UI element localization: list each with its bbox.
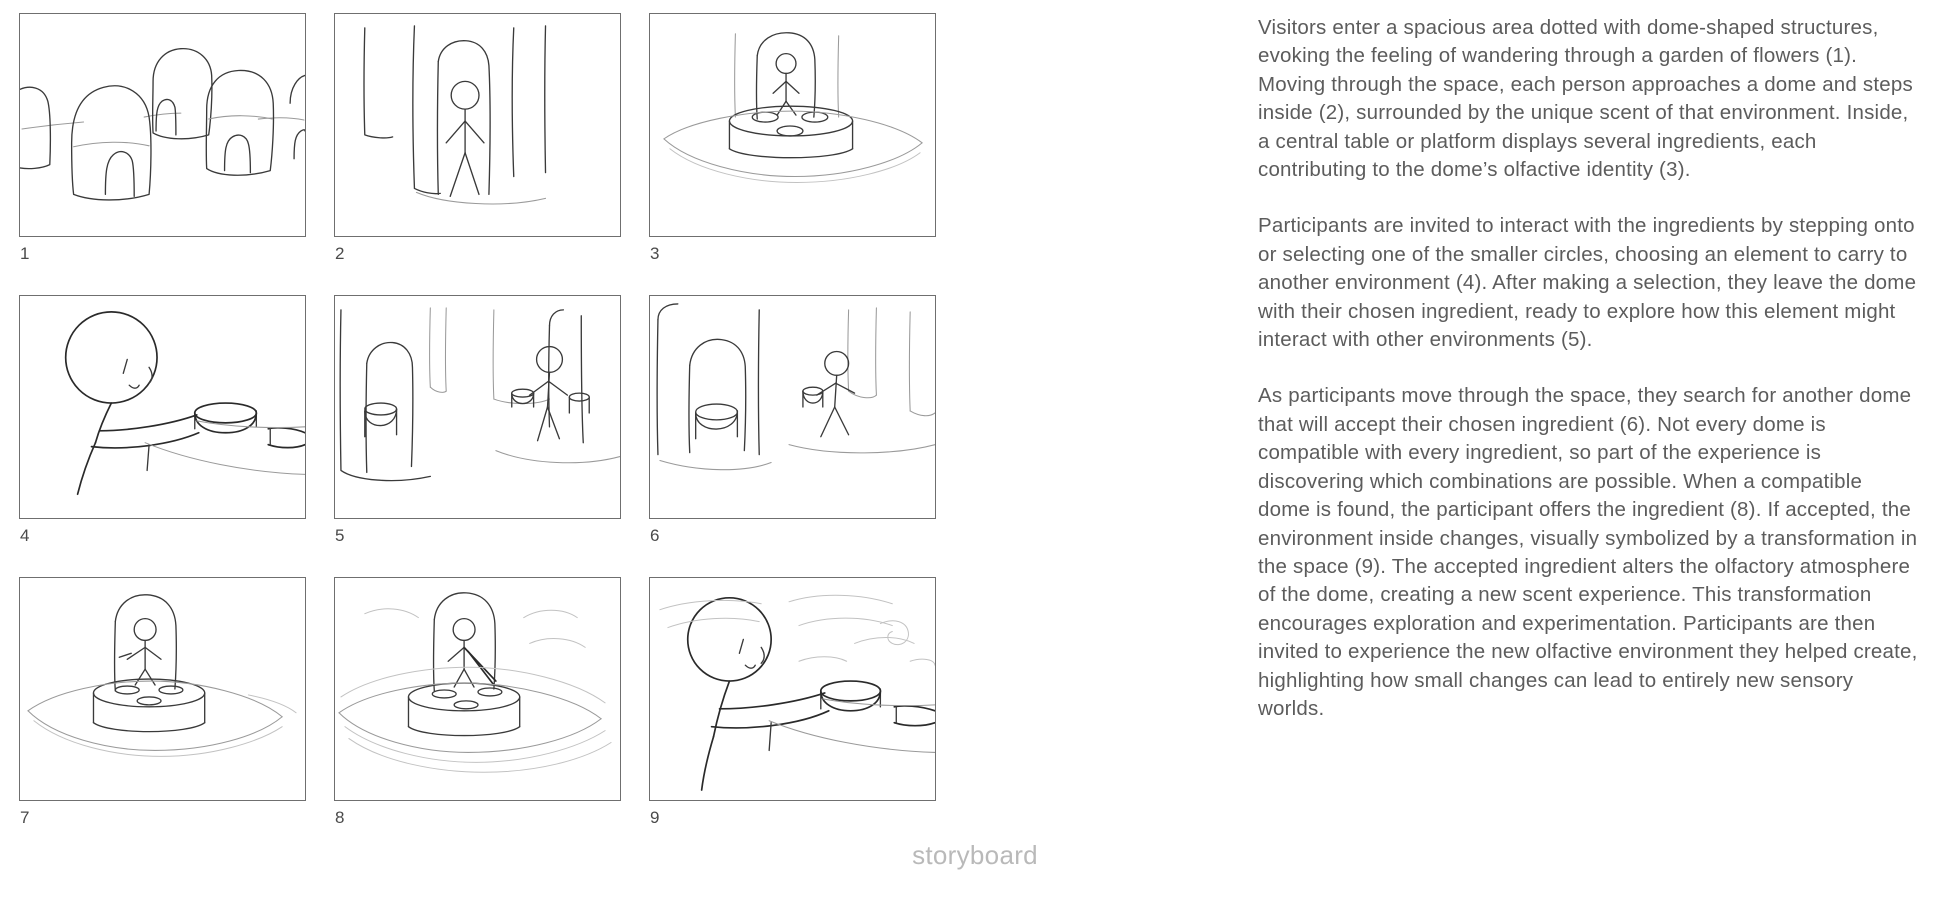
sketch-leaving-with-ingredient xyxy=(339,307,620,482)
storyboard-cell-1: 1 xyxy=(19,13,306,295)
storyboard-frame-7[interactable] xyxy=(19,577,306,801)
storyboard-frame-6[interactable] xyxy=(649,295,936,519)
storyboard-cell-5: 5 xyxy=(334,295,621,577)
sketch-seeking-compatible-dome xyxy=(656,303,935,471)
panel-label-1: 1 xyxy=(20,244,30,263)
storyboard-caption: storyboard xyxy=(0,840,1944,871)
storyboard-caption-text: storyboard xyxy=(912,840,1038,870)
description-column: Visitors enter a spacious area dotted wi… xyxy=(1210,0,1944,898)
storyboard-cell-3: 3 xyxy=(649,13,936,295)
description-paragraph-3: As participants move through the space, … xyxy=(1258,384,1918,720)
storyboard-cell-9: 9 xyxy=(649,577,936,859)
sketch-entering-dome xyxy=(363,25,547,205)
storyboard-frame-2[interactable] xyxy=(334,13,621,237)
panel-label-8: 8 xyxy=(335,808,345,827)
storyboard-frame-8[interactable] xyxy=(334,577,621,801)
sketch-inside-dome-platform xyxy=(27,594,297,757)
storyboard-grid: 1 xyxy=(19,13,936,859)
description-paragraph-2: Participants are invited to interact wit… xyxy=(1258,214,1917,352)
storyboard-frame-4[interactable] xyxy=(19,295,306,519)
storyboard-frame-9[interactable] xyxy=(649,577,936,801)
panel-label-4: 4 xyxy=(20,526,30,545)
sketch-central-platform xyxy=(663,32,923,183)
panel-label-6: 6 xyxy=(650,526,660,545)
sketch-selecting-ingredient xyxy=(64,311,305,496)
panel-label-3: 3 xyxy=(650,244,660,263)
sketch-offering-ingredient xyxy=(338,592,612,773)
storyboard-frame-3[interactable] xyxy=(649,13,936,237)
storyboard-cell-4: 4 xyxy=(19,295,306,577)
sketch-domes-field xyxy=(20,48,305,201)
panel-label-2: 2 xyxy=(335,244,345,263)
sketch-transformed-atmosphere xyxy=(659,594,935,791)
storyboard-cell-2: 2 xyxy=(334,13,621,295)
panel-label-9: 9 xyxy=(650,808,660,827)
panel-label-7: 7 xyxy=(20,808,30,827)
storyboard-cell-7: 7 xyxy=(19,577,306,859)
storyboard-frame-5[interactable] xyxy=(334,295,621,519)
storyboard-cell-8: 8 xyxy=(334,577,621,859)
storyboard-frame-1[interactable] xyxy=(19,13,306,237)
panel-label-5: 5 xyxy=(335,526,345,545)
description-paragraph-1: Visitors enter a spacious area dotted wi… xyxy=(1258,16,1913,182)
storyboard-panel-column: 1 xyxy=(19,13,936,859)
storyboard-cell-6: 6 xyxy=(649,295,936,577)
